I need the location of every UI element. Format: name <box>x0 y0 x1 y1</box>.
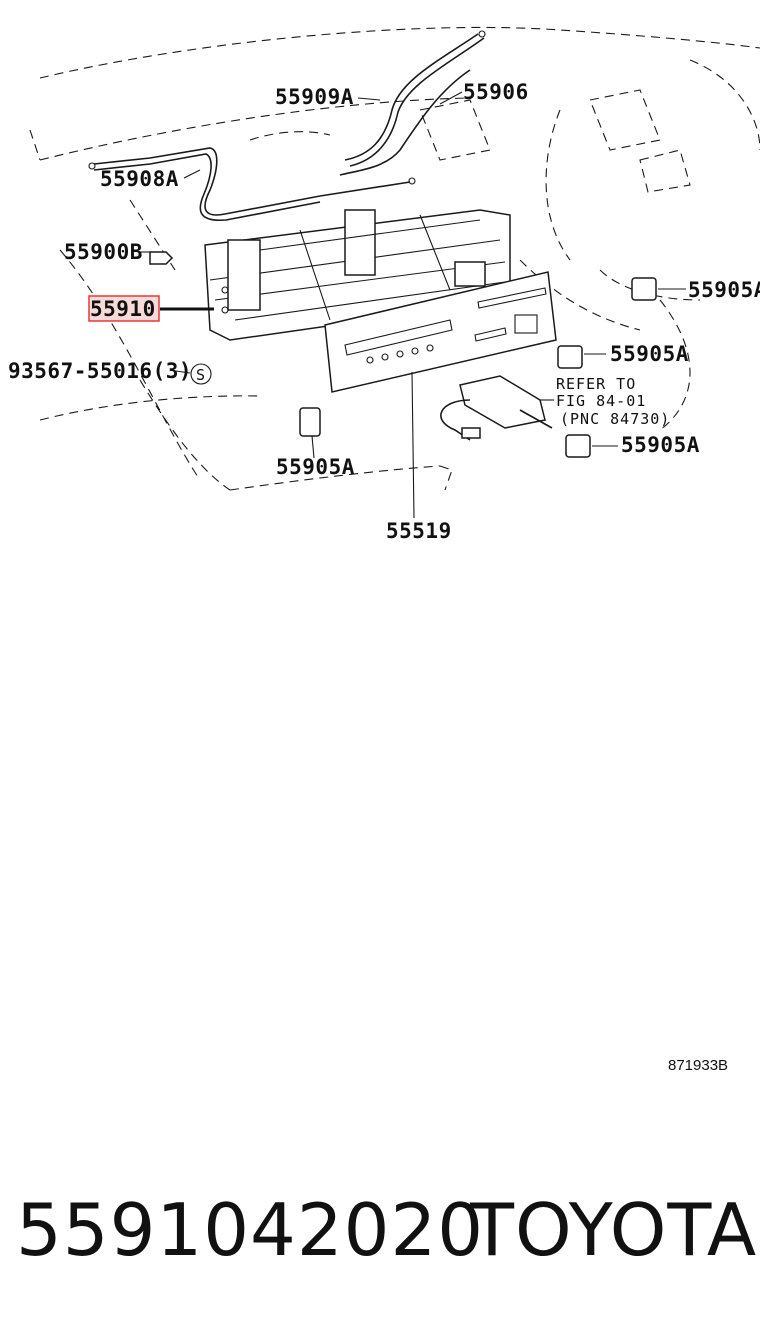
part-number: 5591042020 <box>16 1188 485 1272</box>
cables <box>88 30 486 221</box>
callout-55910[interactable]: 55910 <box>90 297 156 321</box>
callout-55905a-left[interactable]: 55905A <box>276 455 355 479</box>
callout-93567-55016[interactable]: 93567-55016(3) <box>8 359 192 383</box>
control-panel <box>324 271 557 393</box>
callout-55905a-right[interactable]: 55905A <box>688 278 760 302</box>
s-mark-circle <box>190 363 212 385</box>
leader-lines <box>140 91 686 519</box>
callout-55905a-lower[interactable]: 55905A <box>621 433 700 457</box>
callout-55908a[interactable]: 55908A <box>100 167 179 191</box>
highlight-box <box>88 295 160 322</box>
callout-55906[interactable]: 55906 <box>463 80 529 104</box>
parts-diagram: 55909A 55906 55908A 55900B 55910 93567-5… <box>0 0 760 560</box>
blower-switch <box>440 375 553 441</box>
drawing-code: 871933B <box>668 1057 729 1074</box>
callout-55905a-mid[interactable]: 55905A <box>610 342 689 366</box>
refer-note-line1: REFER TO <box>556 375 636 393</box>
dashboard-outline <box>29 26 760 491</box>
refer-note-line3: (PNC 84730) <box>560 410 670 428</box>
screw <box>149 251 174 265</box>
knobs <box>299 277 657 458</box>
s-mark: S <box>196 366 206 384</box>
refer-note-line2[interactable]: FIG 84-01 <box>556 392 646 410</box>
callout-55900b[interactable]: 55900B <box>64 240 143 264</box>
callout-55909a[interactable]: 55909A <box>275 85 354 109</box>
callout-55519[interactable]: 55519 <box>386 519 452 543</box>
brand-name: TOYOTA <box>470 1188 758 1272</box>
